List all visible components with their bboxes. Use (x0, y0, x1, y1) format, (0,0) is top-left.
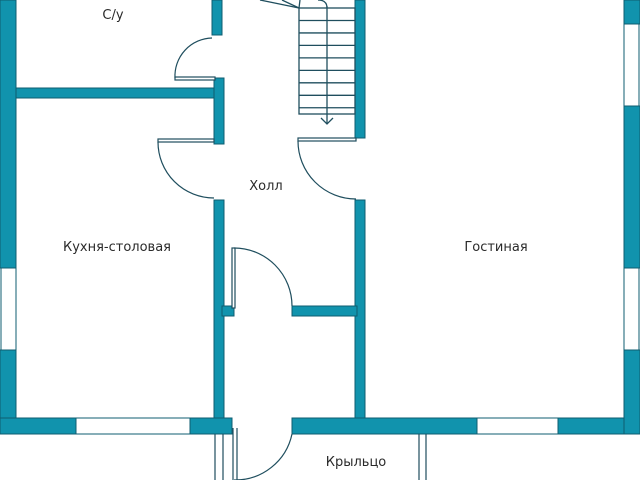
door-living-leaf[interactable] (297, 137, 357, 142)
window-bottom-living (476, 417, 559, 435)
wall-bottom-kitchen-right (189, 417, 233, 435)
wall-left-upper (0, 0, 17, 269)
wall-vestibule-left (221, 305, 235, 317)
stair-winder-curve (317, 0, 328, 9)
wall-hall-left-top (211, 0, 223, 36)
wall-stair-right (354, 0, 366, 139)
wall-hall-left-mid (213, 77, 225, 145)
wall-right-mid (623, 105, 640, 269)
room-label-porch: Крыльцо (325, 455, 387, 470)
wall-bottom-kitchen-left (0, 417, 77, 435)
room-label-bathroom: С/у (102, 8, 124, 23)
room-label-hall: Холл (249, 179, 283, 194)
door-entrance-swing (234, 433, 293, 480)
wall-right-bottom (623, 349, 640, 435)
stair-arrow-icon (320, 117, 334, 125)
door-bathroom-leaf[interactable] (174, 76, 216, 81)
wall-right-top (623, 0, 640, 25)
staircase (259, 0, 356, 125)
wall-bath-kitchen (15, 87, 223, 99)
door-bathroom-swing (174, 37, 213, 79)
window-bottom-kitchen (75, 417, 191, 435)
room-label-living: Гостиная (464, 240, 528, 255)
walls (0, 0, 640, 435)
wall-bottom-living-left (291, 417, 478, 435)
porch-railings (214, 428, 427, 480)
door-kitchen-swing (157, 141, 215, 199)
door-vestibule-leaf[interactable] (231, 247, 236, 309)
doors (157, 37, 357, 480)
windows (0, 23, 640, 435)
window-right-top (623, 23, 640, 107)
room-label-kitchen: Кухня-столовая (62, 240, 172, 255)
wall-vestibule-right (291, 305, 358, 317)
door-vestibule-swing (233, 247, 293, 307)
window-left (0, 267, 17, 351)
door-living-swing (297, 140, 357, 200)
window-right-bottom (623, 267, 640, 351)
door-kitchen-leaf[interactable] (157, 138, 215, 143)
